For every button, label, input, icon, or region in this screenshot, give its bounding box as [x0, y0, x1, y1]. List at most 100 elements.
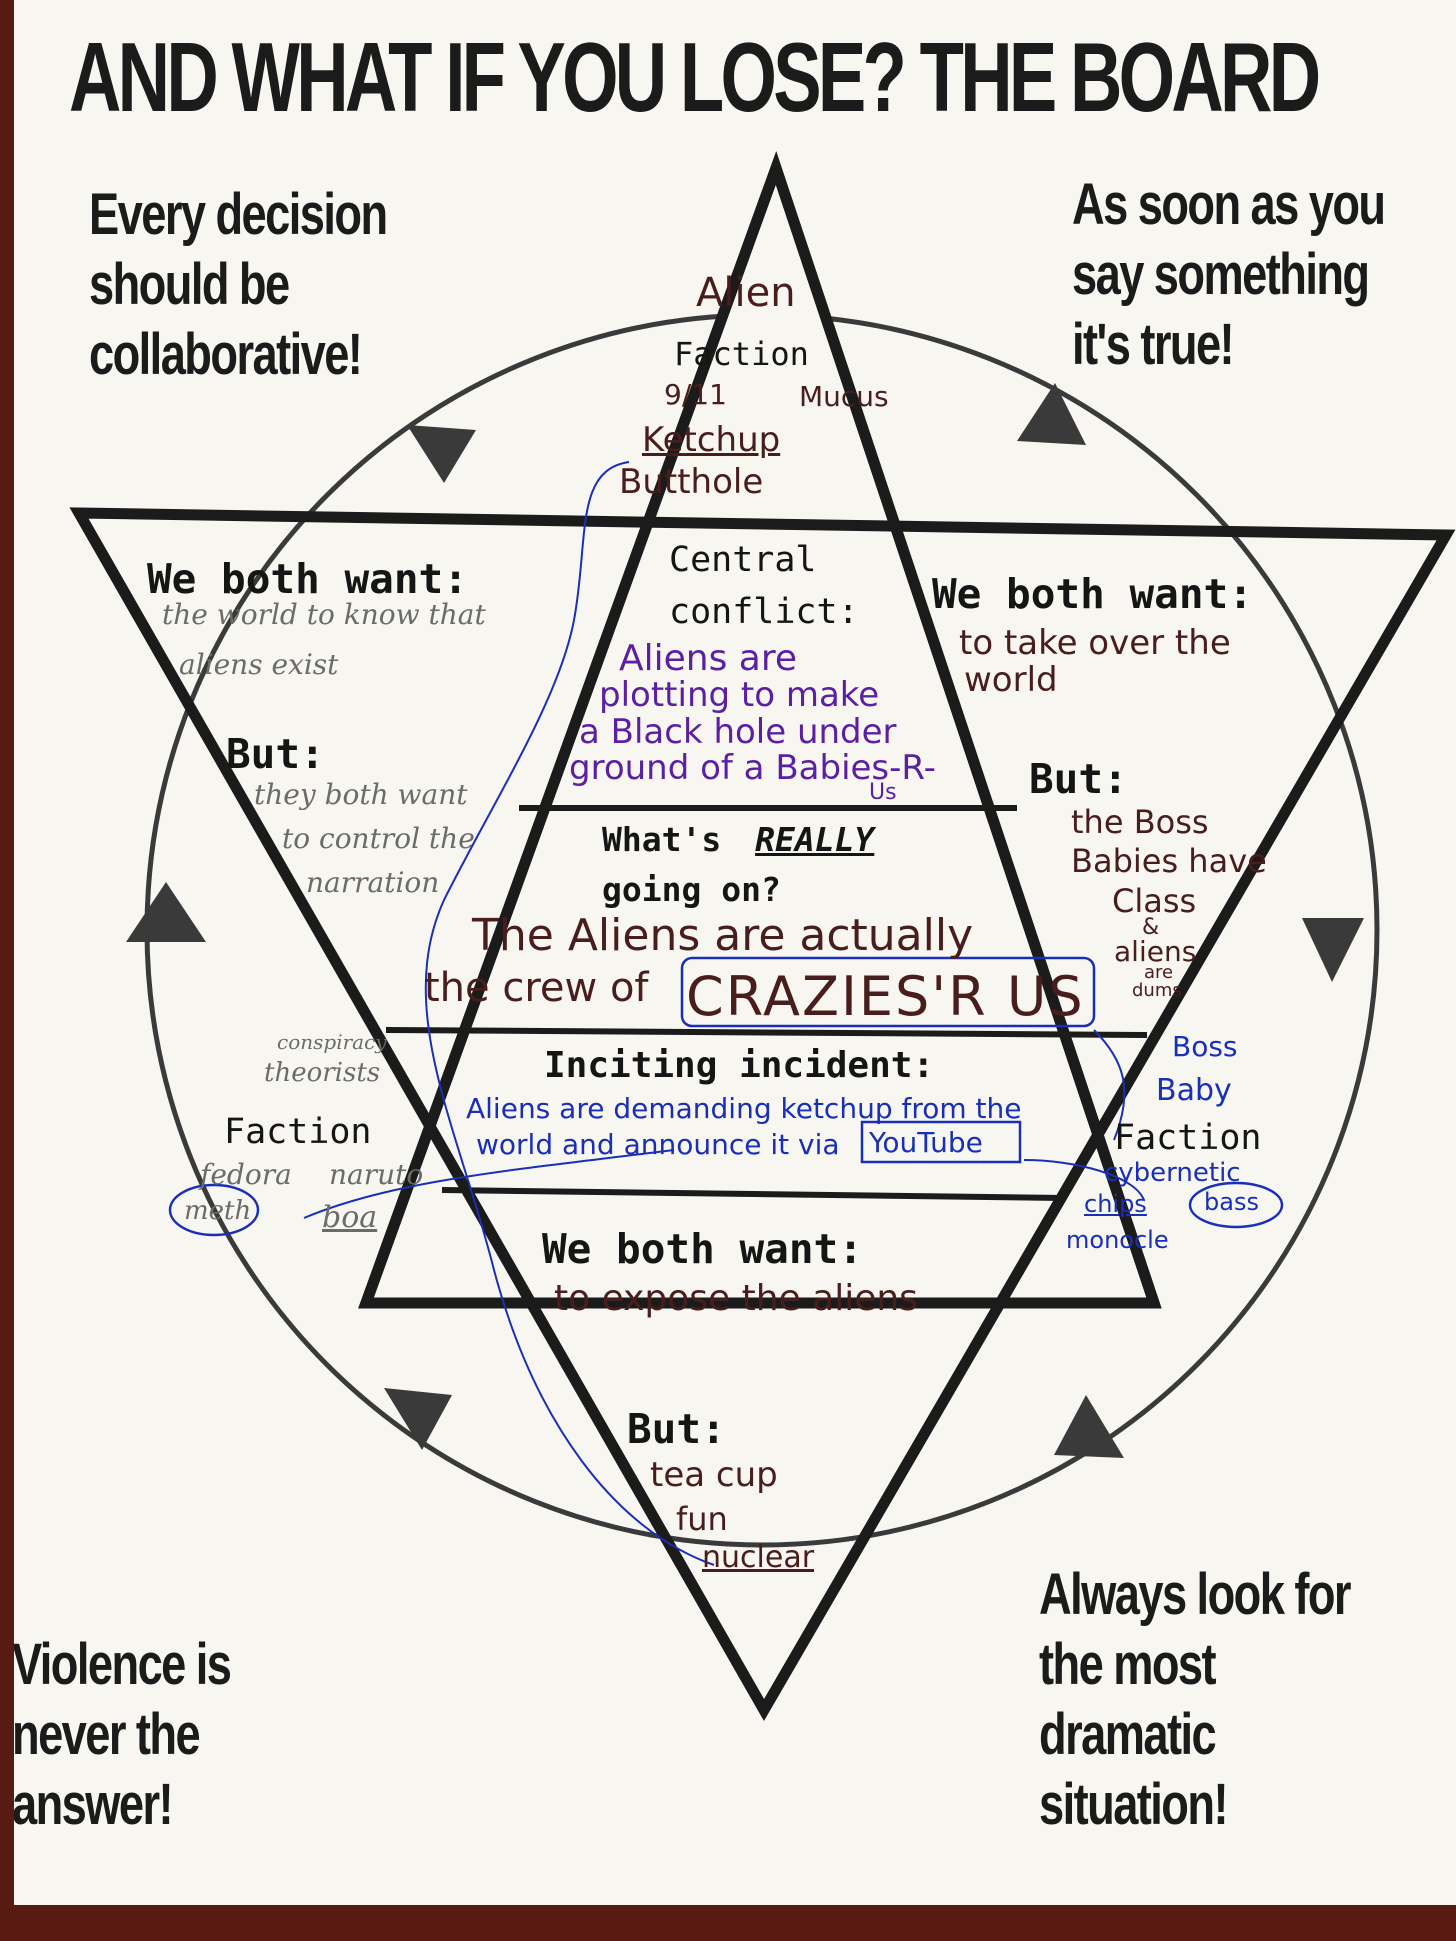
left-faction-note: theorists	[264, 1058, 381, 1088]
top-faction-note: Mucus	[799, 380, 889, 413]
bottom-but-answer: nuclear	[702, 1540, 815, 1575]
rule-line: say something	[1072, 242, 1370, 307]
central-conflict-answer: a Black hole under	[579, 712, 897, 752]
really-label-emphasis: REALLY	[755, 820, 875, 859]
right-but-answer: the Boss	[1071, 803, 1209, 841]
highlight-box	[168, 1183, 260, 1237]
inciting-incident-answer: world and announce it via	[476, 1128, 840, 1161]
inciting-incident-label: Inciting incident:	[544, 1045, 935, 1086]
really-label-line2: going on?	[602, 870, 781, 909]
top-faction-note: 9/11	[664, 378, 727, 411]
right-but-answer: dums	[1132, 980, 1182, 1001]
connector-line	[424, 461, 715, 1566]
rule-bottom-left: Violence is never the answer!	[14, 1630, 232, 1840]
right-but-answer: &	[1142, 915, 1160, 940]
arrow-triangle-icon	[1017, 383, 1086, 445]
rule-line: never the	[14, 1702, 201, 1767]
rule-top-right: As soon as you say something it's true!	[1072, 170, 1386, 380]
right-but-answer: Class	[1112, 882, 1197, 920]
central-conflict-answer: plotting to make	[599, 675, 880, 715]
rule-line: Always look for	[1039, 1562, 1352, 1627]
right-faction-note: bass	[1204, 1188, 1259, 1216]
bottom-but-answer: fun	[676, 1500, 728, 1538]
arrow-triangle-icon	[384, 1388, 452, 1450]
left-faction-note: naruto	[329, 1158, 424, 1191]
connector-line	[1093, 1029, 1126, 1141]
rule-line: it's true!	[1072, 312, 1235, 377]
right-faction-note: Baby	[1156, 1073, 1232, 1108]
arrow-triangle-icon	[1302, 918, 1364, 982]
central-conflict-answer: Aliens are	[619, 638, 798, 679]
rule-top-left: Every decision should be collaborative!	[89, 180, 388, 390]
left-faction-note: meth	[184, 1196, 252, 1226]
really-answer: The Aliens are actually	[472, 910, 974, 961]
left-faction-note: conspiracy	[277, 1030, 387, 1054]
upward-triangle-outline	[358, 151, 1162, 1309]
left-but-answer: to control the	[282, 822, 475, 855]
right-but-answer: Babies have	[1071, 842, 1267, 880]
story-board-diagram	[69, 151, 1456, 1722]
left-want-answer: the world to know that	[162, 598, 486, 631]
really-answer-box: CRAZIES'R US	[686, 965, 1085, 1028]
left-but-answer: narration	[306, 866, 440, 899]
highlight-box	[1188, 1181, 1284, 1229]
really-label-pre: What's	[602, 820, 722, 859]
right-faction-label: Faction	[1114, 1118, 1262, 1158]
left-but-answer: they both want	[254, 778, 468, 811]
really-answer: the crew of	[424, 965, 649, 1011]
top-faction-note: Ketchup	[642, 420, 781, 460]
worksheet-page: AND WHAT IF YOU LOSE? THE BOARD Every de…	[14, 0, 1456, 1905]
rule-line: situation!	[1039, 1772, 1229, 1837]
left-want-answer: aliens exist	[179, 648, 339, 681]
inciting-incident-box: YouTube	[869, 1126, 983, 1159]
right-want-answer: world	[964, 660, 1058, 700]
arrow-triangle-icon	[1054, 1395, 1124, 1458]
rule-line: should be	[89, 252, 290, 317]
top-faction-label: Faction	[674, 335, 809, 373]
arrow-triangle-icon	[407, 425, 476, 483]
central-conflict-answer: Us	[869, 780, 897, 805]
right-faction-note: chips	[1084, 1190, 1147, 1218]
band-divider	[385, 1027, 1148, 1038]
top-faction-note: Alien	[696, 270, 796, 316]
connector-line	[1023, 1159, 1145, 1201]
right-faction-note: monocle	[1066, 1226, 1169, 1254]
left-want-label: We both want:	[147, 555, 468, 603]
right-faction-note: cybernetic	[1104, 1158, 1241, 1188]
rule-line: Every decision	[89, 182, 388, 247]
right-want-label: We both want:	[932, 570, 1253, 618]
rule-line: the most	[1039, 1632, 1217, 1697]
central-conflict-label: Central	[669, 540, 817, 580]
rule-line: Violence is	[14, 1632, 232, 1697]
rule-line: answer!	[14, 1772, 174, 1837]
central-conflict-answer: ground of a Babies-R-	[569, 748, 936, 788]
right-faction-note: Boss	[1172, 1030, 1238, 1063]
central-conflict-label: conflict:	[669, 592, 859, 632]
bottom-but-answer: tea cup	[650, 1455, 778, 1495]
inciting-incident-answer: Aliens are demanding ketchup from the	[466, 1092, 1022, 1125]
rule-line: dramatic	[1039, 1702, 1217, 1767]
top-faction-note: Butthole	[619, 462, 764, 502]
highlight-box	[860, 1120, 1022, 1164]
connector-line	[303, 1149, 675, 1219]
rule-line: As soon as you	[1072, 172, 1386, 237]
left-faction-label: Faction	[224, 1112, 372, 1152]
bottom-but-label: But:	[627, 1405, 726, 1453]
rule-line: collaborative!	[89, 322, 363, 387]
left-faction-note: fedora	[200, 1158, 292, 1191]
left-faction-note: boa	[322, 1200, 378, 1235]
arrow-triangle-icon	[126, 882, 206, 942]
right-but-answer: aliens	[1114, 935, 1197, 968]
rule-bottom-right: Always look for the most dramatic situat…	[1039, 1560, 1352, 1840]
bottom-want-answer: to expose the aliens	[554, 1278, 918, 1319]
highlight-box	[680, 956, 1096, 1028]
right-but-answer: are	[1144, 962, 1174, 983]
left-but-label: But:	[226, 730, 325, 778]
downward-triangle	[69, 507, 1456, 1722]
really-label: What's REALLY	[602, 820, 874, 859]
page-title: AND WHAT IF YOU LOSE? THE BOARD	[69, 22, 1321, 132]
band-divider	[441, 1187, 1065, 1201]
right-but-label: But:	[1029, 755, 1128, 803]
bottom-want-label: We both want:	[542, 1225, 863, 1273]
right-want-answer: to take over the	[959, 623, 1231, 663]
